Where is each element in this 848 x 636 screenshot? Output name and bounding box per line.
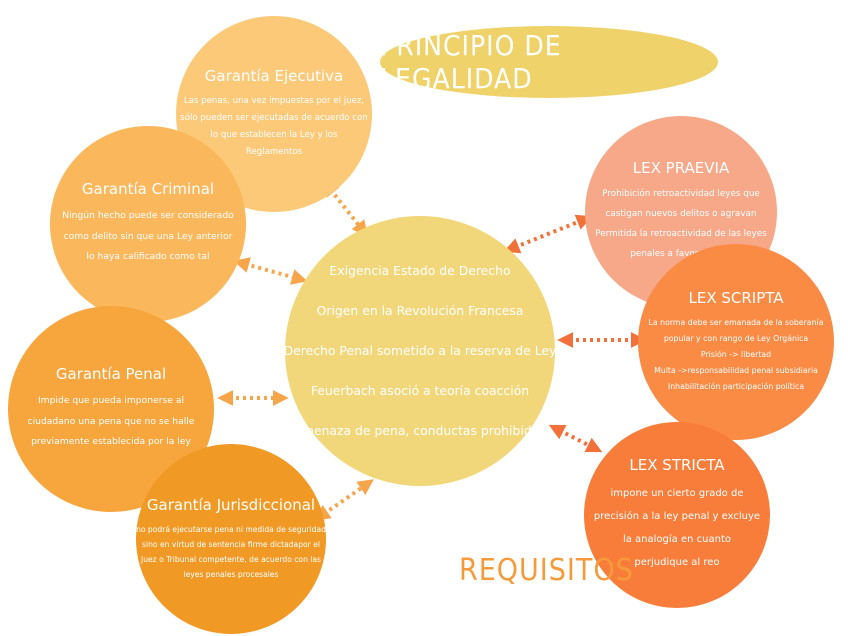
node-title: LEX STRICTA	[629, 456, 725, 474]
node-text-line: Multa ->responsabilidad penal subsidiari…	[654, 365, 818, 375]
node-text-line: Ningún hecho puede ser considerado	[62, 209, 234, 221]
node-text-line: sino en virtud de sentencia firme dictad…	[142, 539, 320, 549]
node-text-line: Permitida la retroactividad de las leyes	[595, 229, 767, 239]
center-text-line: Exigencia Estado de Derecho	[329, 263, 511, 278]
node-text-line: penales a favor del reo	[630, 248, 732, 259]
node-text-line: popular y con rango de Ley Orgánica	[663, 334, 809, 344]
node-title: Garantía Penal	[55, 364, 167, 383]
center-text-line: Origen en la Revolución Francesa	[316, 303, 524, 318]
node-text-line: la analogía en cuanto	[622, 534, 731, 545]
node-text-line: Inhabilitación participación política	[667, 381, 805, 391]
page-title: PRINCIPIO DE LEGALIDAD	[380, 29, 562, 95]
node-text-line: impone un cierto grado de	[610, 488, 744, 499]
center-text-line: Derecho Penal sometido a la reserva de L…	[283, 343, 557, 358]
node-center: Exigencia Estado de Derecho Origen en la…	[283, 216, 557, 486]
node-text-line: previamente establecida por la ley	[31, 436, 191, 448]
node-text-line: Prisión -> libertad	[700, 350, 772, 360]
node-text-line: precisión a la ley penal y excluye	[593, 511, 761, 522]
node-title: Garantía Criminal	[81, 179, 215, 198]
node-text-line: Juez o Tribunal competente, de acuerdo c…	[140, 555, 322, 564]
center-text-line: Feuerbach asoció a teoría coacción	[310, 383, 530, 398]
node-text-line: no podrá ejecutarse pena ni medida de se…	[136, 524, 326, 534]
node-text-line: La norma debe ser emanada de la soberaní…	[648, 318, 824, 328]
node-text-line: Reglamentos	[245, 147, 303, 158]
node-lex-scripta: LEX SCRIPTA La norma debe ser emanada de…	[638, 244, 834, 440]
node-text-line: castigan nuevos delitos o agravan	[605, 209, 757, 220]
connector-criminal	[233, 257, 308, 285]
node-title: LEX PRAEVIA	[632, 159, 730, 178]
node-text-line: Las penas, una vez impuestas por el juez…	[183, 95, 365, 106]
node-text-line: perjudique al reo	[634, 557, 720, 568]
node-text-line: lo que establecen la Ley y los	[210, 130, 338, 140]
center-text-line: (amenaza de pena, conductas prohibidas)	[289, 423, 551, 438]
node-title: LEX SCRIPTA	[688, 289, 784, 308]
requisitos-label: REQUISITOS	[459, 553, 634, 588]
connector-juris	[314, 479, 374, 521]
title-ellipse: PRINCIPIO DE LEGALIDAD	[380, 26, 718, 98]
connector-praevia	[503, 214, 593, 254]
node-title: Garantía Jurisdiccional	[146, 495, 316, 514]
connector-stricta	[548, 424, 603, 453]
node-lex-stricta: LEX STRICTA impone un cierto grado de pr…	[584, 422, 770, 608]
node-garantia-jurisdiccional: Garantía Jurisdiccional no podrá ejecuta…	[136, 444, 326, 634]
node-text-line: Prohibición retroactividad leyes que	[602, 189, 760, 200]
node-garantia-criminal: Garantía Criminal Ningún hecho puede ser…	[50, 126, 246, 322]
node-text-line: como delito sin que una Ley anterior	[63, 230, 233, 242]
node-text-line: ciudadano una pena que no se halle	[27, 415, 195, 427]
node-text-line: sólo pueden ser ejecutadas de acuerdo co…	[180, 112, 368, 123]
node-title: Garantía Ejecutiva	[204, 66, 344, 85]
node-text-line: Impide que pueda imponerse al	[37, 394, 185, 406]
node-text-line: leyes penales procesales	[183, 570, 279, 580]
node-text-line: lo haya calificado como tal	[86, 251, 210, 263]
